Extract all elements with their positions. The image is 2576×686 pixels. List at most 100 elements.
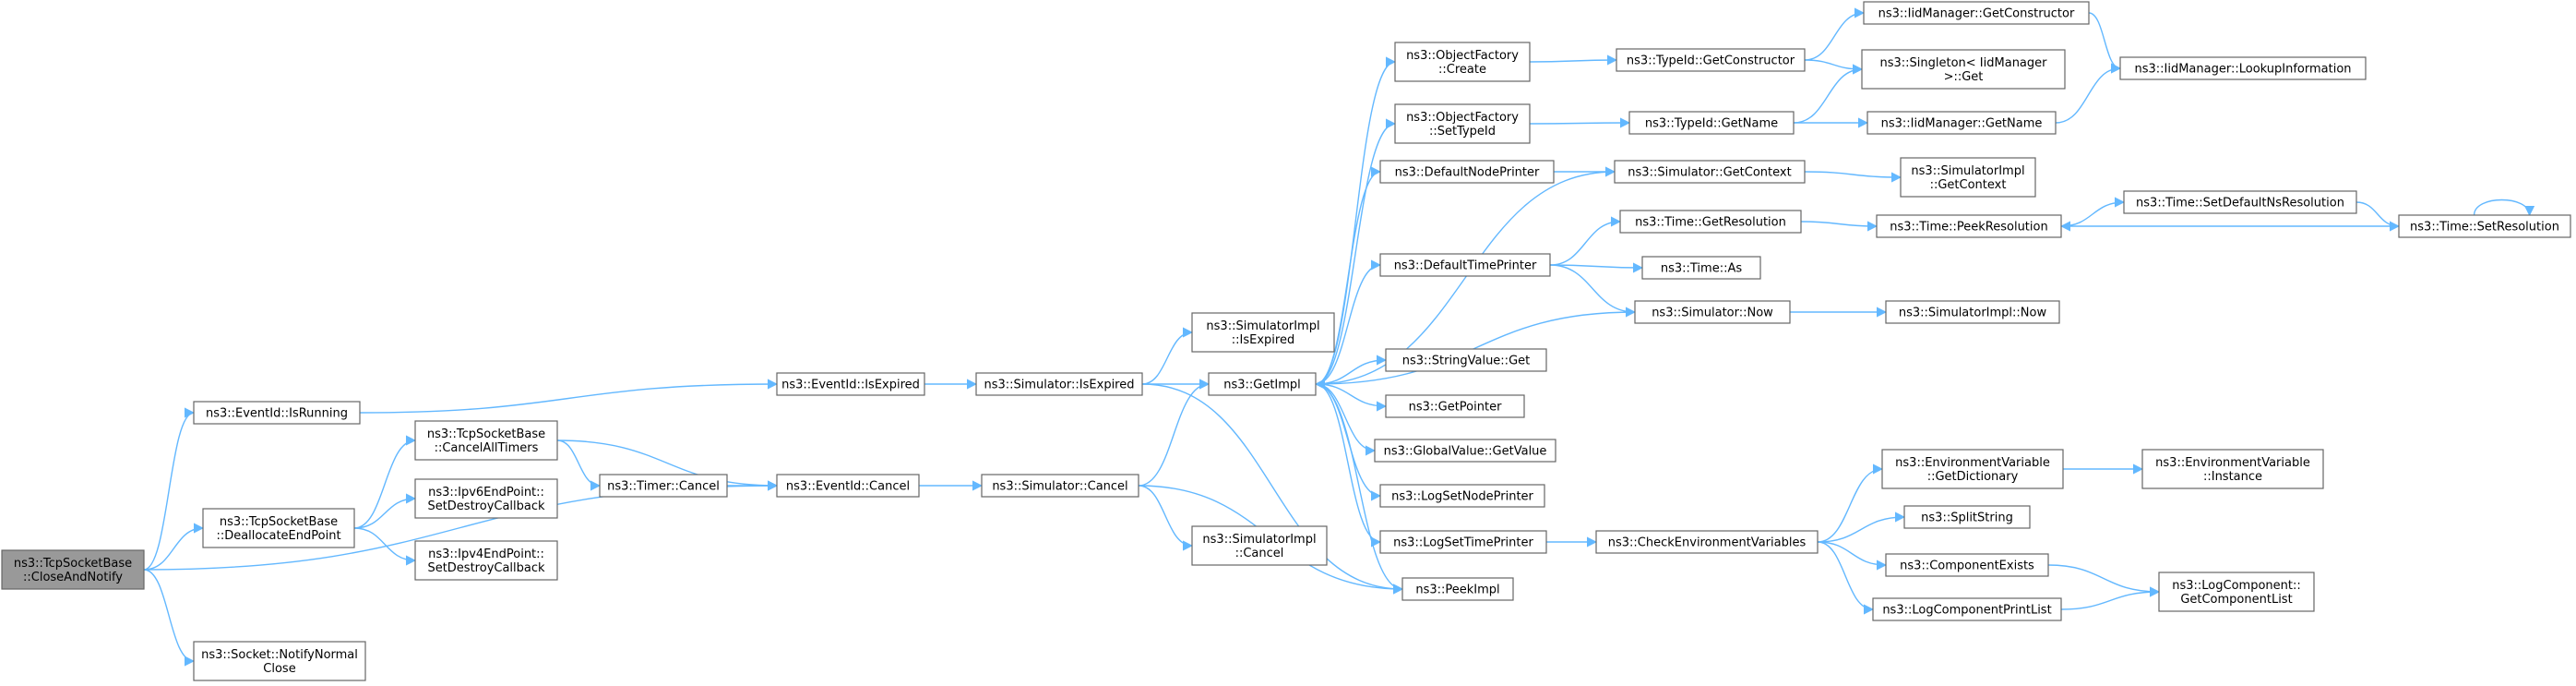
node-label: ns3::EventId::IsExpired xyxy=(781,379,920,392)
graph-node-singletonGet[interactable]: ns3::Singleton< IidManager>::Get xyxy=(1861,49,2066,90)
edge-cancelTimers-to-evCancel xyxy=(556,439,779,491)
graph-node-implIsExpired[interactable]: ns3::SimulatorImpl::IsExpired xyxy=(1191,312,1335,353)
node-box xyxy=(1385,348,1547,372)
node-label: ns3::TcpSocketBase xyxy=(220,515,338,529)
node-label: ::GetContext xyxy=(1930,178,2007,192)
graph-node-typeGetCtor[interactable]: ns3::TypeId::GetConstructor xyxy=(1616,48,1806,72)
graph-node-implGetContext[interactable]: ns3::SimulatorImpl::GetContext xyxy=(1900,157,2036,198)
node-label: ns3::Time::SetDefaultNsResolution xyxy=(2136,197,2344,211)
node-label: ::SetTypeId xyxy=(1429,125,1496,138)
graph-node-cancelTimers[interactable]: ns3::TcpSocketBase::CancelAllTimers xyxy=(414,420,558,461)
node-label: ns3::Time::SetResolution xyxy=(2410,221,2559,235)
graph-node-typeGetName[interactable]: ns3::TypeId::GetName xyxy=(1628,111,1795,135)
node-box xyxy=(1379,160,1555,184)
graph-node-iidGetName[interactable]: ns3::IidManager::GetName xyxy=(1866,111,2057,135)
node-label: ::Instance xyxy=(2203,470,2262,484)
node-box xyxy=(2141,449,2324,489)
graph-node-logSetNode[interactable]: ns3::LogSetNodePrinter xyxy=(1379,484,1545,508)
graph-node-implNow[interactable]: ns3::SimulatorImpl::Now xyxy=(1885,300,2060,324)
edge-cancelTimers-to-timerCancel xyxy=(556,439,602,491)
node-box xyxy=(2398,214,2571,238)
graph-node-iidLookup[interactable]: ns3::IidManager::LookupInformation xyxy=(2119,56,2367,80)
graph-node-ofCreate[interactable]: ns3::ObjectFactory::Create xyxy=(1394,42,1531,82)
node-label: ns3::LogSetNodePrinter xyxy=(1391,490,1533,504)
graph-node-globalGetValue[interactable]: ns3::GlobalValue::GetValue xyxy=(1374,439,1556,463)
graph-node-iidGetCtor[interactable]: ns3::IidManager::GetConstructor xyxy=(1863,1,2090,25)
node-label: GetComponentList xyxy=(2180,593,2292,607)
graph-node-splitString[interactable]: ns3::SplitString xyxy=(1903,505,2031,529)
graph-node-checkEnv[interactable]: ns3::CheckEnvironmentVariables xyxy=(1595,530,1819,554)
graph-node-defNodePrinter[interactable]: ns3::DefaultNodePrinter xyxy=(1379,160,1555,184)
node-box xyxy=(1379,253,1551,277)
graph-node-strGet[interactable]: ns3::StringValue::Get xyxy=(1385,348,1547,372)
node-label: ns3::SimulatorImpl xyxy=(1202,533,1316,547)
graph-node-evIsExpired[interactable]: ns3::EventId::IsExpired xyxy=(776,372,925,396)
graph-node-ofSetTypeId[interactable]: ns3::ObjectFactory::SetTypeId xyxy=(1394,103,1531,144)
edge-simGetContext-to-implGetContext xyxy=(1804,171,1902,183)
node-label: ns3::LogComponent:: xyxy=(2172,579,2301,593)
graph-node-timeSetDefNs[interactable]: ns3::Time::SetDefaultNsResolution xyxy=(2123,190,2357,214)
node-box xyxy=(414,478,558,519)
node-label: ns3::StringValue::Get xyxy=(1402,355,1530,368)
graph-node-ipv6cb[interactable]: ns3::Ipv6EndPoint::SetDestroyCallback xyxy=(414,478,558,519)
graph-node-simCancel[interactable]: ns3::Simulator::Cancel xyxy=(981,474,1139,498)
graph-node-getPointer[interactable]: ns3::GetPointer xyxy=(1385,394,1525,418)
node-box xyxy=(1866,111,2057,135)
edge-simIsExpired-to-peekImpl xyxy=(1141,383,1404,595)
edge-dealloc-to-ipv6cb xyxy=(353,493,417,529)
graph-node-envGetDict[interactable]: ns3::EnvironmentVariable::GetDictionary xyxy=(1881,449,2064,489)
node-label: ns3::Time::GetResolution xyxy=(1635,216,1786,230)
node-box xyxy=(1616,48,1806,72)
graph-node-envInstance[interactable]: ns3::EnvironmentVariable::Instance xyxy=(2141,449,2324,489)
node-label: ns3::Timer::Cancel xyxy=(607,480,720,494)
node-box xyxy=(1379,484,1545,508)
graph-node-timeSetRes[interactable]: ns3::Time::SetResolution xyxy=(2398,214,2571,238)
node-box xyxy=(2158,572,2315,612)
node-label: SetDestroyCallback xyxy=(427,499,545,513)
graph-node-implCancel[interactable]: ns3::SimulatorImpl::Cancel xyxy=(1191,525,1328,566)
graph-node-timeGetRes[interactable]: ns3::Time::GetResolution xyxy=(1619,210,1802,234)
node-label: ns3::GlobalValue::GetValue xyxy=(1384,445,1547,459)
graph-node-root[interactable]: ns3::TcpSocketBase::CloseAndNotify xyxy=(1,549,145,590)
graph-node-simGetContext[interactable]: ns3::Simulator::GetContext xyxy=(1614,160,1806,184)
graph-node-dealloc[interactable]: ns3::TcpSocketBase::DeallocateEndPoint xyxy=(202,508,355,548)
node-box xyxy=(1191,312,1335,353)
node-label: ::IsExpired xyxy=(1232,333,1294,347)
graph-node-simIsExpired[interactable]: ns3::Simulator::IsExpired xyxy=(975,372,1143,396)
graph-node-simNow[interactable]: ns3::Simulator::Now xyxy=(1634,300,1791,324)
node-box xyxy=(1379,530,1547,554)
node-label: ns3::TcpSocketBase xyxy=(14,557,132,571)
node-box xyxy=(1191,525,1328,566)
node-label: ::CancelAllTimers xyxy=(435,441,539,455)
graph-node-logCompGetList[interactable]: ns3::LogComponent::GetComponentList xyxy=(2158,572,2315,612)
edge-iidGetName-to-iidLookup xyxy=(2055,63,2122,124)
graph-node-peekImpl[interactable]: ns3::PeekImpl xyxy=(1401,577,1514,601)
graph-node-compExists[interactable]: ns3::ComponentExists xyxy=(1885,553,2049,577)
graph-node-timerCancel[interactable]: ns3::Timer::Cancel xyxy=(599,474,728,498)
graph-node-timePeekRes[interactable]: ns3::Time::PeekResolution xyxy=(1876,214,2062,238)
graph-node-evIsRunning[interactable]: ns3::EventId::IsRunning xyxy=(193,401,361,425)
node-label: ns3::DefaultNodePrinter xyxy=(1395,166,1540,180)
node-box xyxy=(1401,577,1514,601)
graph-node-evCancel[interactable]: ns3::EventId::Cancel xyxy=(776,474,920,498)
node-label: ns3::PeekImpl xyxy=(1415,584,1499,597)
graph-node-logSetTime[interactable]: ns3::LogSetTimePrinter xyxy=(1379,530,1547,554)
edge-timeSetDefNs-to-timeSetRes xyxy=(2355,201,2401,232)
edge-timePeekRes-to-timeSetDefNs xyxy=(2060,197,2126,227)
node-box xyxy=(1861,49,2066,90)
graph-node-timeAs[interactable]: ns3::Time::As xyxy=(1641,256,1761,280)
node-box xyxy=(1900,157,2036,198)
graph-node-defTimePrinter[interactable]: ns3::DefaultTimePrinter xyxy=(1379,253,1551,277)
edge-getImpl-to-ofSetTypeId xyxy=(1315,118,1397,385)
node-label: ns3::Simulator::Cancel xyxy=(992,480,1127,494)
graph-node-logCompPrint[interactable]: ns3::LogComponentPrintList xyxy=(1872,597,2062,621)
node-label: ns3::SimulatorImpl xyxy=(1911,164,2024,178)
edge-simGetContext-to-getImpl xyxy=(1314,171,1616,390)
node-box xyxy=(1885,300,2060,324)
node-label: ::Create xyxy=(1438,63,1486,77)
node-label: ns3::Simulator::IsExpired xyxy=(984,379,1134,392)
graph-node-ipv4cb[interactable]: ns3::Ipv4EndPoint::SetDestroyCallback xyxy=(414,540,558,581)
graph-node-getImpl[interactable]: ns3::GetImpl xyxy=(1208,372,1317,396)
node-label: ns3::LogComponentPrintList xyxy=(1882,604,2051,618)
